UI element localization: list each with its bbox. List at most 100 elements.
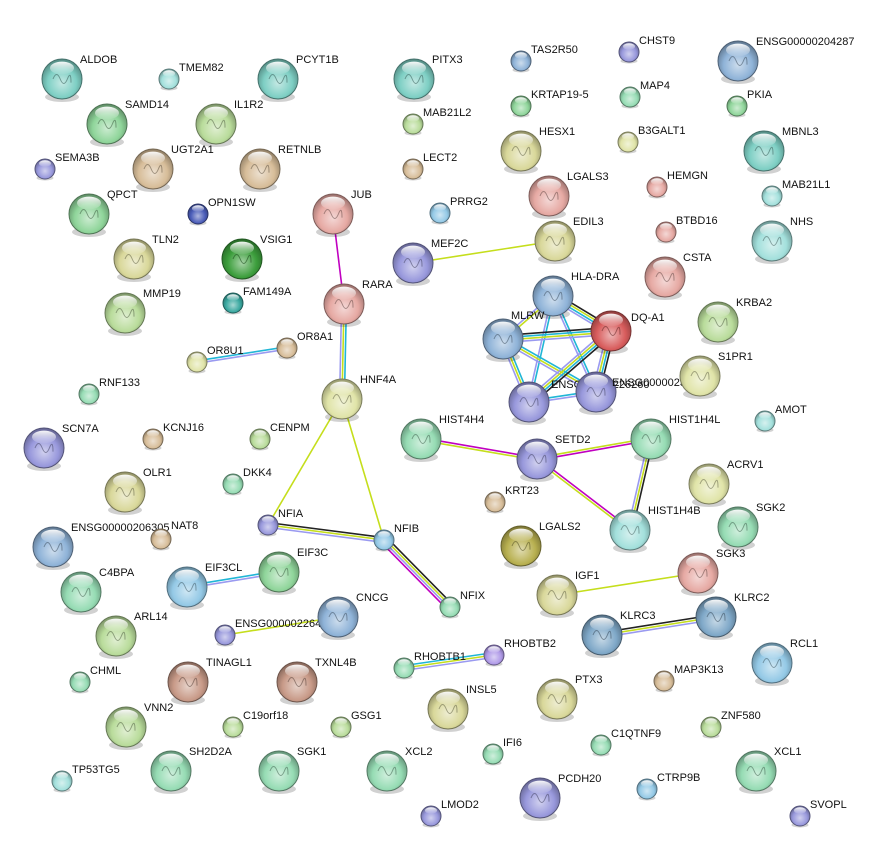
node-chst9[interactable]: CHST9: [618, 35, 675, 64]
node-cncg[interactable]: CNCG: [317, 592, 388, 640]
node-sgk3[interactable]: SGK3: [677, 548, 745, 596]
node-nfix[interactable]: NFIX: [439, 590, 486, 619]
node-jub[interactable]: JUB: [312, 189, 372, 237]
node-s1pr1[interactable]: S1PR1: [679, 351, 753, 399]
node-vsig1[interactable]: VSIG1: [221, 234, 292, 282]
node-krt23[interactable]: KRT23: [484, 485, 539, 514]
edge-NFIA-NFIB[interactable]: [267, 521, 385, 544]
node-lgals3[interactable]: LGALS3: [528, 171, 609, 219]
node-dq-a1[interactable]: DQ-A1: [590, 310, 665, 354]
node-sgk2[interactable]: SGK2: [717, 502, 785, 550]
edge-IGF1-SGK3[interactable]: [556, 572, 699, 596]
node-sh2d2a[interactable]: SH2D2A: [150, 746, 232, 794]
node-tp53tg5[interactable]: TP53TG5: [51, 764, 120, 793]
node-txnl4b[interactable]: TXNL4B: [276, 657, 357, 705]
node-ensg00000206305[interactable]: ENSG00000206305: [32, 522, 169, 570]
node-eif3c[interactable]: EIF3C: [258, 547, 328, 595]
node-mbnl3[interactable]: MBNL3: [743, 126, 819, 174]
node-nat8[interactable]: NAT8: [150, 520, 198, 551]
node-il1r2[interactable]: IL1R2: [195, 99, 263, 147]
node-svopl[interactable]: SVOPL: [789, 799, 847, 828]
node-nhs[interactable]: NHS: [751, 216, 813, 264]
node-tmem82[interactable]: TMEM82: [158, 62, 224, 91]
node-nfia[interactable]: NFIA: [257, 508, 304, 537]
node-sgk1[interactable]: SGK1: [258, 746, 326, 794]
edge-RHOBTB1-RHOBTB2[interactable]: [403, 651, 495, 672]
node-tln2[interactable]: TLN2: [113, 234, 179, 282]
node-gsg1[interactable]: GSG1: [330, 710, 382, 739]
node-mmp19[interactable]: MMP19: [104, 288, 181, 336]
edge-HNF4A-NFIA[interactable]: [267, 398, 343, 526]
node-c19orf18[interactable]: C19orf18: [222, 710, 288, 739]
node-lect2[interactable]: LECT2: [402, 152, 457, 181]
node-pcdh20[interactable]: PCDH20: [519, 773, 601, 821]
node-rnf133[interactable]: RNF133: [78, 377, 140, 406]
node-fam149a[interactable]: FAM149A: [222, 286, 292, 315]
node-pkia[interactable]: PKIA: [726, 89, 773, 118]
node-kcnj16[interactable]: KCNJ16: [142, 422, 204, 451]
node-arl14[interactable]: ARL14: [95, 611, 168, 659]
node-rara[interactable]: RARA: [323, 279, 393, 327]
edge-OR8U1-OR8A1[interactable]: [196, 346, 288, 364]
node-csta[interactable]: CSTA: [644, 252, 712, 300]
edge-MEF2C-EDIL3[interactable]: [412, 240, 556, 264]
node-mab21l2[interactable]: MAB21L2: [402, 107, 471, 136]
node-opn1sw[interactable]: OPN1SW: [187, 197, 256, 226]
node-setd2[interactable]: SETD2: [516, 434, 590, 482]
node-sema3b[interactable]: SEMA3B: [34, 152, 100, 181]
node-xcl2[interactable]: XCL2: [366, 746, 433, 794]
node-ifi6[interactable]: IFI6: [482, 737, 522, 766]
node-vnn2[interactable]: VNN2: [105, 702, 173, 750]
node-rhobtb1[interactable]: RHOBTB1: [393, 651, 466, 680]
node-xcl1[interactable]: XCL1: [735, 746, 802, 794]
node-insl5[interactable]: INSL5: [427, 684, 497, 732]
node-or8a1[interactable]: OR8A1: [276, 331, 333, 360]
node-hnf4a[interactable]: HNF4A: [321, 374, 397, 422]
node-c1qtnf9[interactable]: C1QTNF9: [590, 728, 661, 757]
node-rcl1[interactable]: RCL1: [751, 638, 818, 686]
node-prrg2[interactable]: PRRG2: [429, 196, 488, 225]
node-lmod2[interactable]: LMOD2: [420, 799, 479, 828]
node-krba2[interactable]: KRBA2: [697, 297, 772, 345]
node-aldob[interactable]: ALDOB: [41, 54, 117, 102]
node-pitx3[interactable]: PITX3: [393, 54, 463, 102]
node-tas2r50[interactable]: TAS2R50: [510, 44, 578, 73]
node-lgals2[interactable]: LGALS2: [500, 521, 581, 569]
node-chml[interactable]: CHML: [69, 665, 121, 694]
node-hla-dra[interactable]: HLA-DRA: [532, 271, 620, 319]
node-map4[interactable]: MAP4: [619, 80, 670, 109]
node-klrc3[interactable]: KLRC3: [581, 610, 655, 658]
node-or8u1[interactable]: OR8U1: [186, 345, 244, 374]
node-hist4h4[interactable]: HIST4H4: [400, 414, 484, 462]
node-b3galt1[interactable]: B3GALT1: [617, 125, 686, 154]
node-scn7a[interactable]: SCN7A: [23, 423, 99, 471]
node-retnlb[interactable]: RETNLB: [239, 144, 321, 192]
node-c4bpa[interactable]: C4BPA: [60, 567, 135, 615]
node-cenpm[interactable]: CENPM: [249, 422, 310, 451]
node-hist1h4l[interactable]: HIST1H4L: [630, 414, 720, 462]
node-olr1[interactable]: OLR1: [104, 467, 172, 515]
node-klrc2[interactable]: KLRC2: [695, 592, 769, 640]
edge-NFIB-NFIX[interactable]: [380, 536, 454, 611]
node-znf580[interactable]: ZNF580: [700, 710, 761, 739]
node-ptx3[interactable]: PTX3: [536, 674, 603, 722]
node-pcyt1b[interactable]: PCYT1B: [257, 54, 339, 102]
node-ugt2a1[interactable]: UGT2A1: [132, 144, 214, 192]
node-btbd16[interactable]: BTBD16: [655, 215, 718, 244]
node-ensg00000204287[interactable]: ENSG00000204287: [717, 36, 854, 84]
edge-HNF4A-NFIB[interactable]: [341, 398, 385, 541]
node-nfib[interactable]: NFIB: [373, 523, 419, 552]
node-krtap19-5[interactable]: KRTAP19-5: [510, 89, 589, 118]
node-hist1h4b[interactable]: HIST1H4B: [609, 505, 701, 553]
node-mab21l1[interactable]: MAB21L1: [761, 179, 830, 208]
node-amot[interactable]: AMOT: [754, 404, 807, 433]
node-hemgn[interactable]: HEMGN: [646, 170, 708, 199]
node-ctrp9b[interactable]: CTRP9B: [636, 772, 700, 801]
node-igf1[interactable]: IGF1: [536, 570, 599, 618]
node-mef2c[interactable]: MEF2C: [392, 238, 468, 286]
node-rhobtb2[interactable]: RHOBTB2: [483, 638, 556, 667]
node-tinagl1[interactable]: TINAGL1: [167, 657, 252, 705]
node-hesx1[interactable]: HESX1: [500, 126, 575, 174]
node-eif3cl[interactable]: EIF3CL: [166, 562, 242, 610]
node-dkk4[interactable]: DKK4: [222, 467, 272, 496]
